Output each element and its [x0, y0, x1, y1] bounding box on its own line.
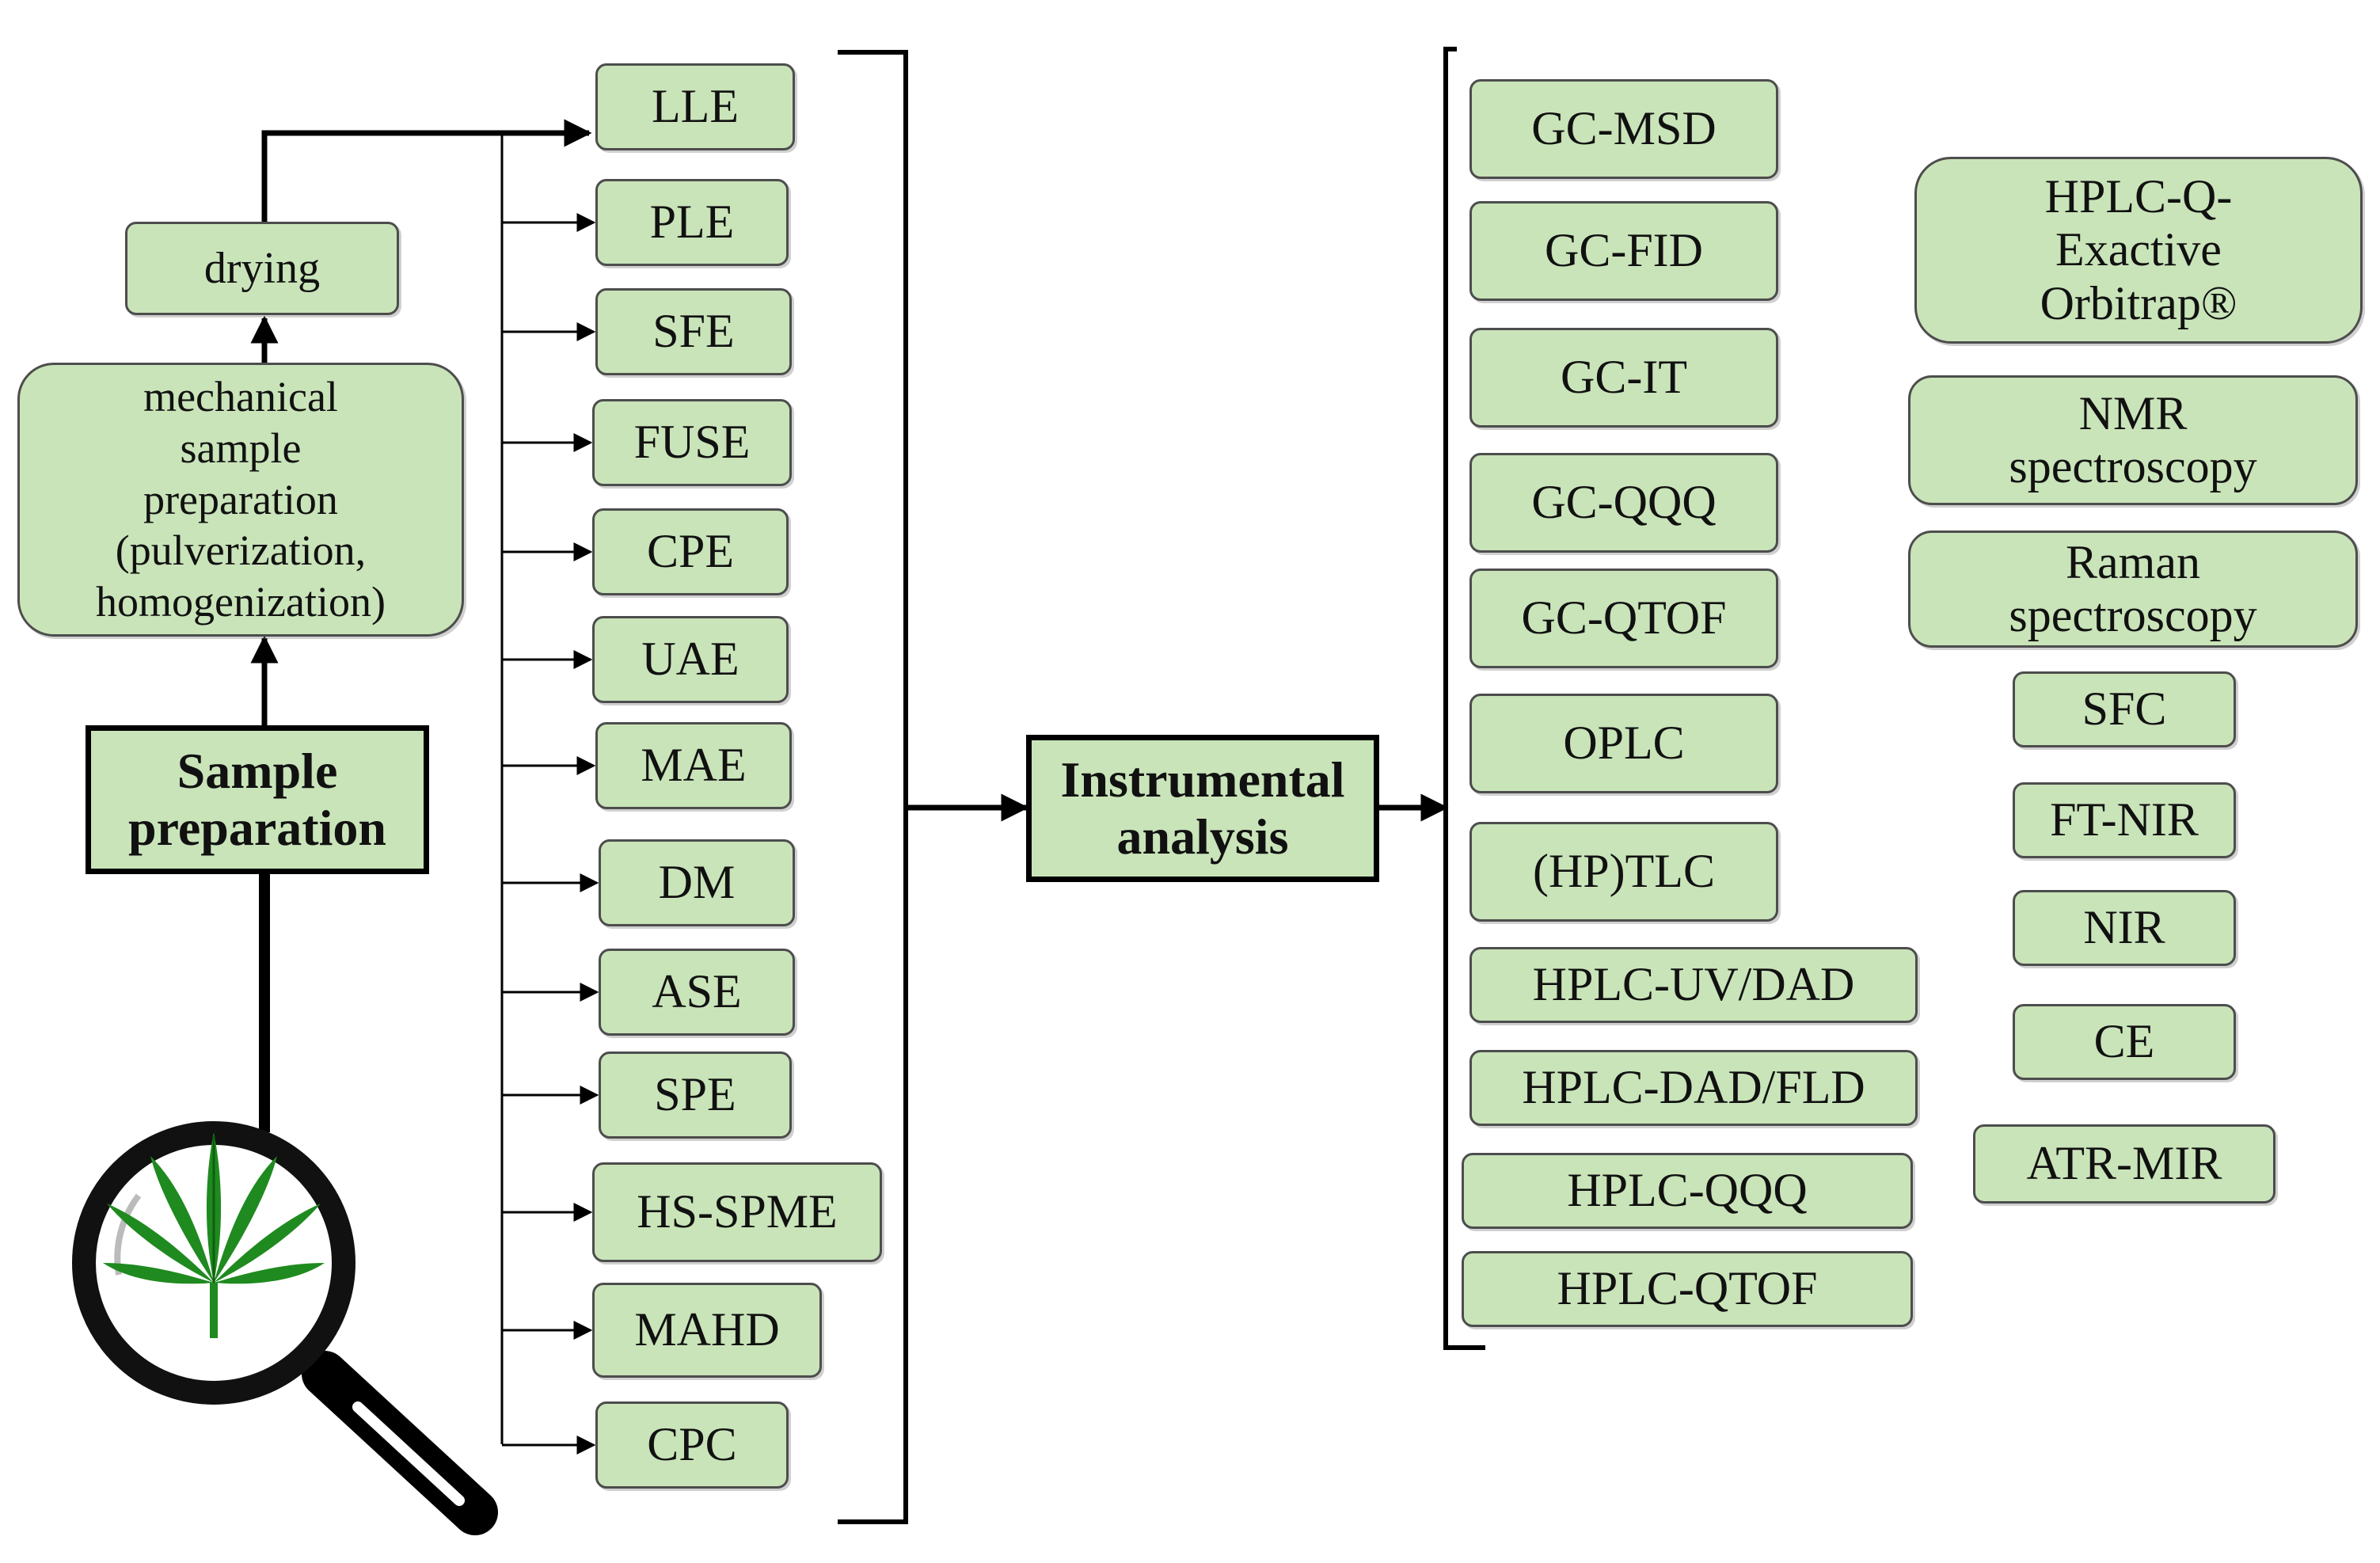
instrument-box-gc-msd: GC-MSD	[1469, 79, 1778, 179]
extraction-box-cpc: CPC	[595, 1401, 789, 1489]
extraction-box-ase: ASE	[599, 949, 795, 1036]
instrument-box-hplc-qtof: HPLC-QTOF	[1462, 1251, 1913, 1327]
instrumental-analysis-box: Instrumental analysis	[1026, 735, 1379, 882]
instrument-bracket	[1443, 47, 1485, 1350]
drying-box: drying	[125, 222, 399, 315]
magnifier-handle-highlight	[352, 1401, 465, 1506]
cannabis-magnifier-icon	[72, 1121, 498, 1535]
instrument-box-hplc-uv-dad: HPLC-UV/DAD	[1469, 947, 1918, 1023]
instrument-box-nmr-spectroscopy: NMR spectroscopy	[1908, 375, 2358, 505]
instrument-box-sfc: SFC	[2013, 671, 2236, 747]
instrument-box-atr-mir: ATR-MIR	[1973, 1124, 2275, 1204]
instrument-box-oplc: OPLC	[1469, 694, 1778, 793]
extraction-box-mae: MAE	[595, 722, 792, 809]
instrument-box-hplc-q-exactive-orbitrap: HPLC-Q- Exactive Orbitrap®	[1914, 157, 2363, 344]
extraction-box-spe: SPE	[599, 1052, 792, 1139]
mechanical-preparation-box: mechanical sample preparation (pulveriza…	[17, 363, 464, 637]
extraction-bracket	[838, 50, 908, 1524]
instrument-box-hp-tlc: (HP)TLC	[1469, 822, 1778, 922]
instrument-box-nir: NIR	[2013, 890, 2236, 966]
extraction-box-sfe: SFE	[595, 288, 792, 375]
instrument-box-gc-it: GC-IT	[1469, 328, 1778, 428]
extraction-box-fuse: FUSE	[592, 399, 792, 486]
extraction-box-cpe: CPE	[592, 508, 789, 595]
extraction-box-dm: DM	[599, 839, 795, 926]
arrow-drying-to-lle	[261, 119, 592, 222]
extraction-box-uae: UAE	[592, 616, 789, 703]
instrument-box-gc-qqq: GC-QQQ	[1469, 453, 1778, 553]
extraction-box-hs-spme: HS-SPME	[592, 1162, 882, 1262]
instrument-box-ft-nir: FT-NIR	[2013, 782, 2236, 858]
extraction-box-ple: PLE	[595, 179, 789, 266]
sample-preparation-box: Sample preparation	[86, 725, 429, 874]
instrument-box-gc-qtof: GC-QTOF	[1469, 569, 1778, 668]
extraction-box-lle: LLE	[595, 63, 795, 150]
extraction-branch-arrows	[502, 213, 599, 1455]
instrument-box-ce: CE	[2013, 1004, 2236, 1080]
instrument-box-raman-spectroscopy: Raman spectroscopy	[1908, 531, 2358, 648]
cannabis-leaf-icon	[103, 1132, 325, 1338]
instrument-box-hplc-qqq: HPLC-QQQ	[1462, 1153, 1913, 1229]
instrument-box-hplc-dad-fld: HPLC-DAD/FLD	[1469, 1050, 1918, 1126]
extraction-box-mahd: MAHD	[592, 1283, 822, 1378]
instrument-box-gc-fid: GC-FID	[1469, 201, 1778, 301]
